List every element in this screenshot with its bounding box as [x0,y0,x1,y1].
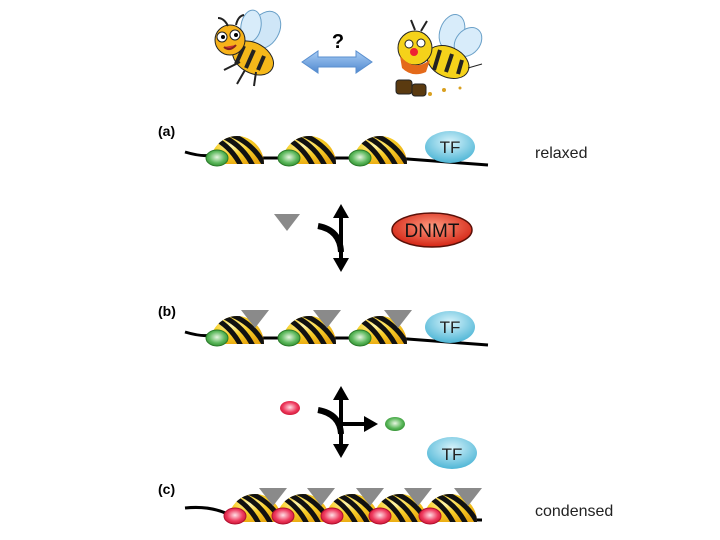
nucleosome [277,136,336,167]
methyl-group-icon [384,310,412,328]
green-histone-mark [205,149,229,167]
methyl-group-icon [356,488,384,506]
methyl-group-icon [274,214,300,231]
nucleosome [205,136,264,167]
red-histone-mark [368,507,392,525]
transcription-factor [425,131,475,163]
tired-bee-illustration [395,14,483,97]
happy-bee-illustration [214,9,282,87]
transition-1: DNMT [274,204,473,272]
green-histone-mark [277,329,301,347]
transition-2: TF [280,386,477,469]
nucleosome [277,310,341,347]
green-histone-mark [205,329,229,347]
tf-label: TF [440,318,461,337]
red-histone-mark [223,507,247,525]
branching-arrow-icon [317,386,378,458]
methyl-group-icon [259,488,287,506]
green-mark-icon [385,417,405,431]
red-histone-mark [271,507,295,525]
methyl-group-icon [241,310,269,328]
chromatin-state-label: relaxed [535,145,587,162]
red-mark-icon [280,401,300,415]
nucleosome [348,310,412,347]
dnmt-label: DNMT [405,221,460,242]
green-histone-mark [348,149,372,167]
red-histone-mark [320,507,344,525]
nucleosome [418,488,482,525]
transcription-factor [425,311,475,343]
chromatin-row-a: (a) TF relaxed [158,123,587,167]
question-mark: ? [332,31,344,53]
methyl-group-icon [313,310,341,328]
green-histone-mark [348,329,372,347]
chromatin-row-c: (c) condensed [158,481,613,525]
dnmt-enzyme [391,212,473,248]
nucleosome [205,310,269,347]
released-tf-label: TF [442,445,463,464]
double-headed-arrow [301,50,373,74]
released-tf [427,437,477,469]
chromatin-row-b: (b) TF [158,303,489,347]
methyl-group-icon [404,488,432,506]
forward-backward-arrow-icon [317,204,349,272]
row-label: (b) [158,303,176,319]
green-histone-mark [277,149,301,167]
nucleosome [348,136,407,167]
nucleosome [368,488,432,525]
chromatin-state-label: condensed [535,503,613,520]
tf-label: TF [440,138,461,157]
red-histone-mark [418,507,442,525]
methyl-group-icon [454,488,482,506]
row-label: (a) [158,123,175,139]
methyl-group-icon [307,488,335,506]
row-label: (c) [158,481,175,497]
